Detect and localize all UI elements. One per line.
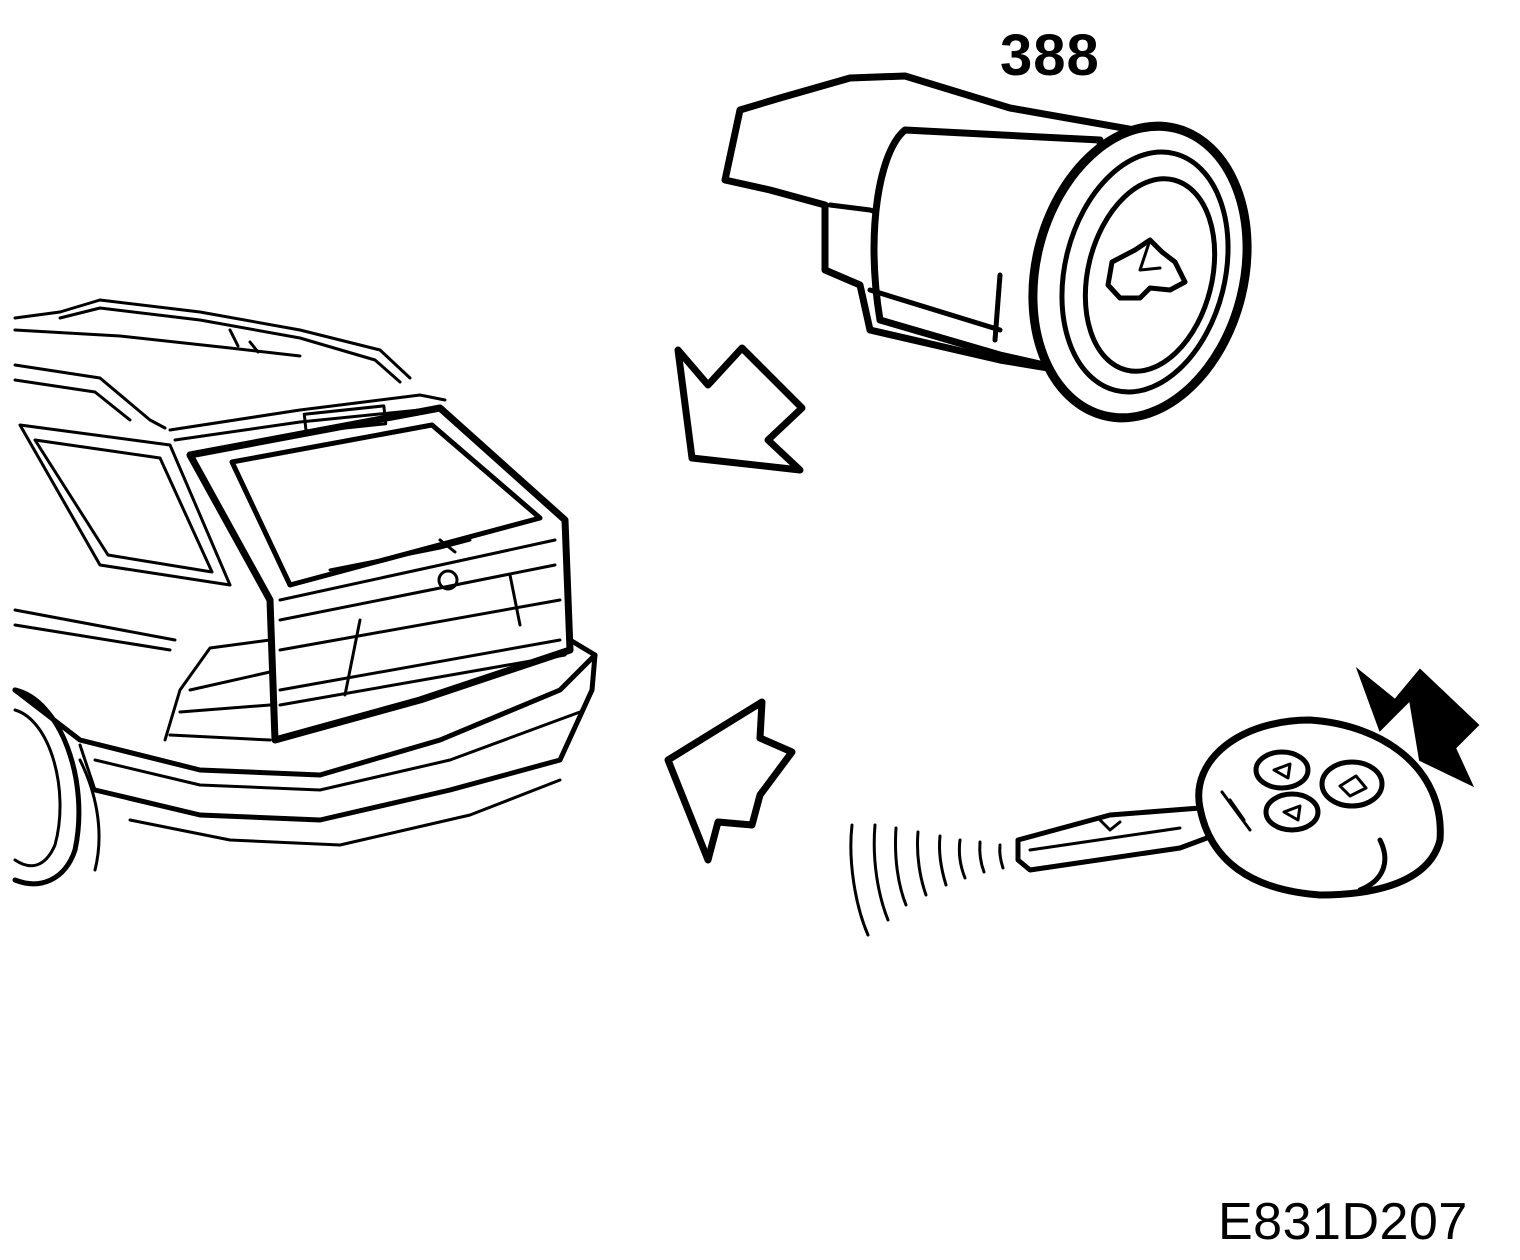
part-number-label: 388 bbox=[1000, 23, 1100, 88]
remote-key-icon bbox=[849, 716, 1444, 937]
figure-id-label: E831D207 bbox=[1218, 1193, 1468, 1251]
arrow-upper-icon bbox=[674, 344, 806, 474]
press-arrow-icon bbox=[1355, 666, 1480, 788]
arrow-lower-icon bbox=[664, 698, 796, 864]
station-wagon-rear-icon bbox=[12, 298, 598, 887]
tailgate-switch-icon bbox=[721, 72, 1252, 423]
